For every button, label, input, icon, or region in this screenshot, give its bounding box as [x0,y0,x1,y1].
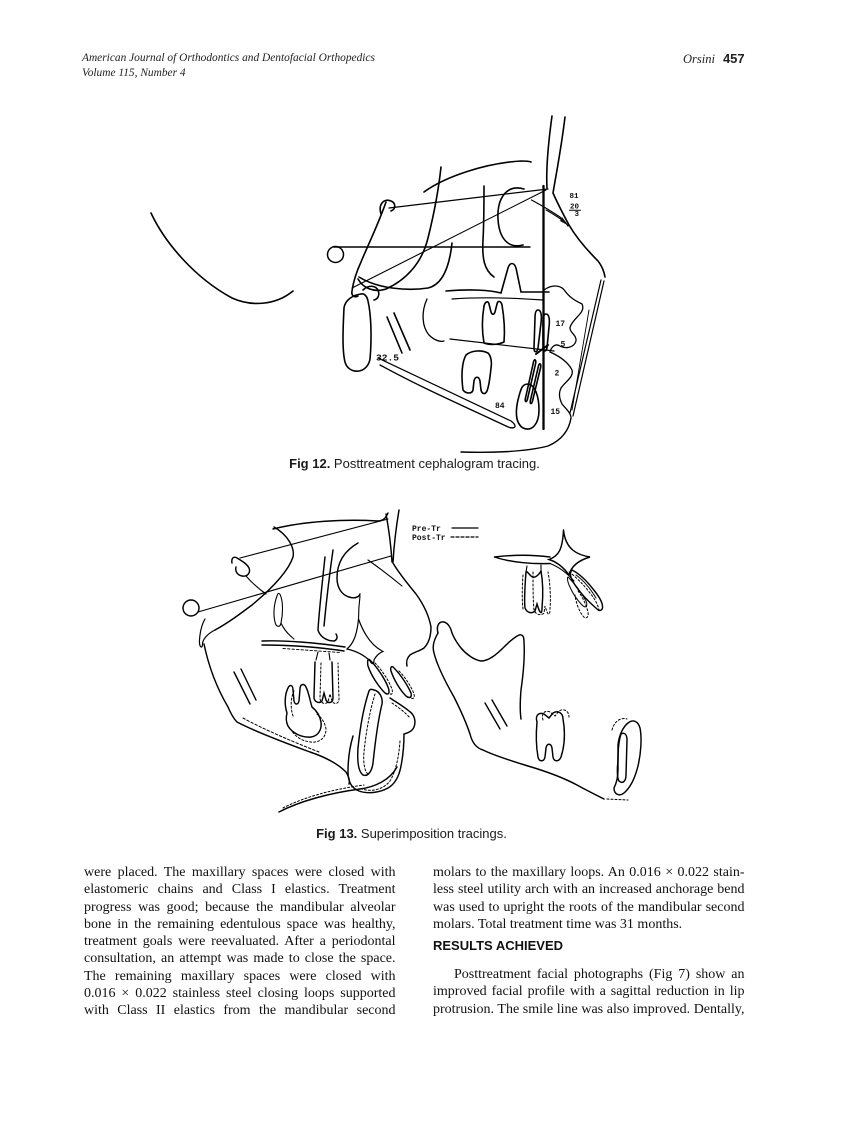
svg-text:15: 15 [551,408,561,417]
svg-text:32.5: 32.5 [376,353,399,364]
svg-text:2: 2 [555,370,560,379]
svg-text:Pre-Tr: Pre-Tr [412,525,441,534]
svg-text:Post-Tr: Post-Tr [412,534,446,543]
svg-text:17: 17 [556,320,566,329]
svg-text:20: 20 [570,204,580,212]
svg-text:3: 3 [575,211,580,219]
svg-text:5: 5 [561,341,566,350]
svg-text:81: 81 [570,193,580,201]
svg-text:84: 84 [495,402,505,411]
